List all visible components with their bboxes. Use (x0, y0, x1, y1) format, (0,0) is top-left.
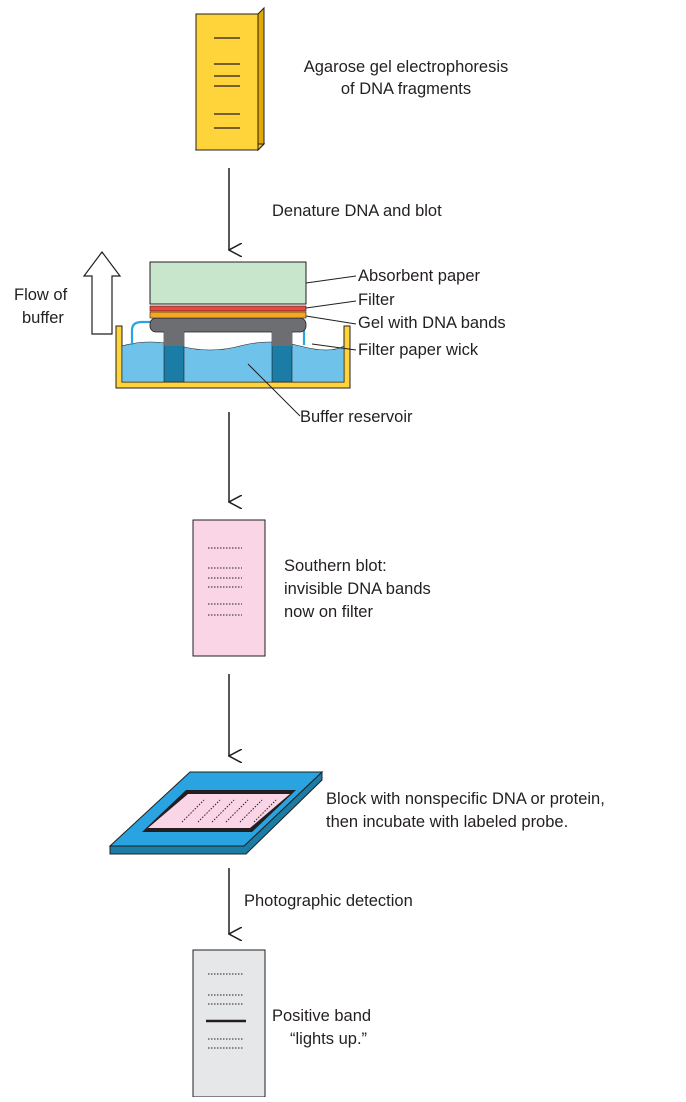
gel-label-line2: of DNA fragments (341, 80, 471, 98)
gel-bands (214, 37, 240, 129)
film-result (192, 949, 266, 1098)
wick-label: Filter paper wick (358, 341, 479, 359)
southern-blot-label-line1: Southern blot: (284, 557, 387, 575)
flow-arrow (82, 251, 122, 335)
southern-blot-label-line3: now on filter (284, 603, 373, 621)
denature-label: Denature DNA and blot (272, 202, 442, 220)
southern-blot-filter (192, 519, 266, 657)
flow-label-line1: Flow of (14, 286, 68, 304)
absorbent-paper (149, 261, 307, 305)
gel-layer (149, 311, 307, 319)
agarose-gel (194, 6, 266, 152)
blot-apparatus (115, 261, 351, 389)
gel-label-line1: Agarose gel electrophoresis (304, 58, 509, 76)
leader-lines (247, 275, 357, 417)
gel-support-platform (149, 317, 307, 333)
gel-bands-label: Gel with DNA bands (358, 314, 506, 332)
incubation-dish (108, 770, 324, 855)
result-label-line1: Positive band (272, 1007, 371, 1025)
filter-layer (149, 305, 307, 312)
invisible-bands (208, 547, 242, 616)
incubate-label-line1: Block with nonspecific DNA or protein, (326, 790, 605, 808)
incubate-label-line2: then incubate with labeled probe. (326, 813, 568, 831)
absorbent-paper-label: Absorbent paper (358, 267, 481, 285)
filter-label: Filter (358, 291, 395, 309)
film-faint-bands (208, 973, 244, 1049)
incubation-bands (181, 799, 277, 823)
detection-label: Photographic detection (244, 892, 413, 910)
result-label-line2: “lights up.” (290, 1030, 367, 1048)
southern-blot-label-line2: invisible DNA bands (284, 580, 431, 598)
flow-label-line2: buffer (22, 309, 64, 327)
reservoir-label: Buffer reservoir (300, 408, 413, 426)
